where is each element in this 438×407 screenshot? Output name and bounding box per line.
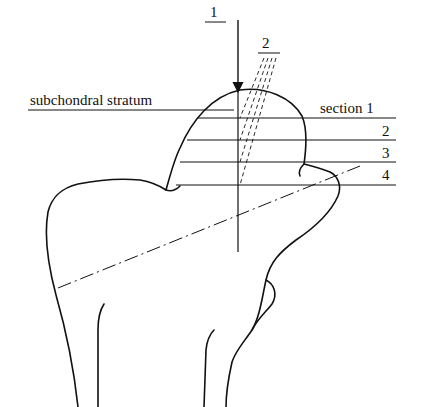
section-number: 3 xyxy=(382,145,390,161)
label-underline xyxy=(28,110,234,111)
load-arrow xyxy=(237,20,238,92)
load-axis xyxy=(237,92,238,252)
callout-number: 2 xyxy=(262,35,270,51)
section-lines xyxy=(176,118,396,185)
structure-label: subchondral stratum xyxy=(30,92,152,108)
lesser-trochanter xyxy=(252,280,275,330)
fovea-notch xyxy=(299,164,304,176)
leader-line xyxy=(240,58,268,140)
canal-wall xyxy=(204,330,214,407)
femur-outline xyxy=(46,89,339,407)
leader-line xyxy=(240,58,264,118)
leader-line xyxy=(240,58,276,185)
section-line xyxy=(187,139,396,140)
canal-wall xyxy=(98,304,104,407)
label-underline xyxy=(205,22,226,23)
section-number: 2 xyxy=(382,123,390,139)
callout-number: 1 xyxy=(210,4,218,20)
section-line xyxy=(176,184,396,185)
section-label: section 1 xyxy=(320,100,374,116)
section-number: 4 xyxy=(382,167,390,183)
label-underline xyxy=(258,53,280,54)
leader-line xyxy=(240,58,272,162)
neck-line xyxy=(166,186,180,191)
neck-axis xyxy=(58,166,360,288)
section-line xyxy=(180,161,396,162)
section-line xyxy=(198,117,396,118)
